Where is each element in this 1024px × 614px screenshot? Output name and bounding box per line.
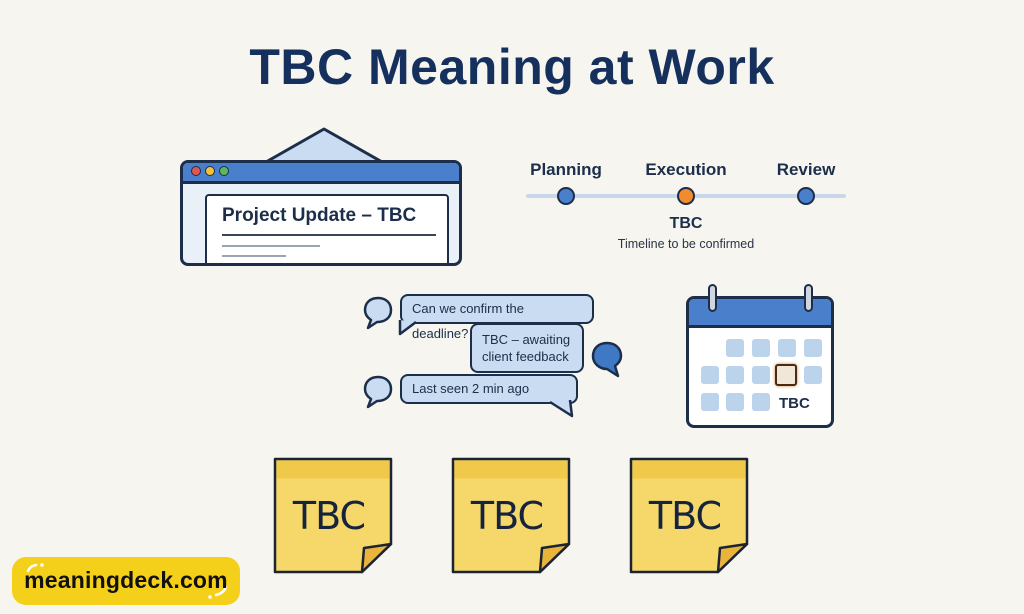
chat-message-status: Last seen 2 min ago (400, 374, 578, 404)
email-subject: Project Update – TBC (222, 205, 417, 226)
chat-bubble-filled-icon (591, 341, 623, 378)
timeline-stage-planning: Planning (530, 160, 602, 179)
timeline-node-planning (557, 187, 575, 205)
bubble-tail-icon (398, 320, 417, 336)
calendar-day (726, 393, 744, 411)
timeline-stage-review: Review (776, 160, 836, 179)
sticky-note-text: TBC (648, 494, 722, 538)
calendar-day (752, 339, 770, 357)
calendar-day (726, 366, 744, 384)
page-title: TBC Meaning at Work (249, 39, 775, 95)
sticky-note-icon (629, 457, 749, 574)
calendar-day (804, 339, 822, 357)
sticky-note: TBC (272, 456, 394, 574)
timeline-node-review (797, 187, 815, 205)
text-line (222, 234, 436, 236)
calendar-day (752, 393, 770, 411)
sticky-note: TBC (450, 456, 572, 574)
window-title-bar (183, 163, 459, 184)
brand-badge[interactable]: meaningdeck.com (12, 557, 240, 605)
timeline-stage-execution: Execution (645, 160, 727, 179)
chat-bubble-icon (363, 375, 393, 409)
sticky-note-icon (451, 457, 571, 574)
calendar-day (726, 339, 744, 357)
sticky-note-text: TBC (292, 494, 366, 538)
close-dot-icon (191, 166, 201, 176)
calendar-tbc-label: TBC (779, 395, 810, 412)
calendar-day (804, 366, 822, 384)
calendar-day (752, 366, 770, 384)
text-line (222, 245, 320, 247)
calendar-day (778, 339, 796, 357)
maximize-dot-icon (219, 166, 229, 176)
calendar-ring (804, 284, 813, 312)
minimize-dot-icon (205, 166, 215, 176)
sticky-note-icon (273, 457, 393, 574)
chat-message-reply: TBC – awaiting client feedback (470, 323, 584, 373)
email-window: Project Update – TBC (180, 160, 462, 266)
calendar-day (701, 393, 719, 411)
sticky-note-text: TBC (470, 494, 544, 538)
chat-bubble-icon (363, 296, 393, 330)
reply-line-1: TBC – awaiting (482, 332, 571, 347)
bubble-tail-icon (549, 400, 574, 418)
sticky-note: TBC (628, 456, 750, 574)
text-line (222, 255, 286, 257)
timeline-node-execution (677, 187, 695, 205)
reply-line-2: client feedback (482, 349, 569, 364)
brand-link[interactable]: meaningdeck.com (24, 567, 228, 593)
timeline-tbc-label: TBC (669, 215, 703, 232)
calendar-ring (708, 284, 717, 312)
timeline-caption: Timeline to be confirmed (617, 237, 755, 251)
email-document: Project Update – TBC (205, 194, 449, 263)
badge-sparkle-icon (26, 563, 228, 599)
chat-message-question: Can we confirm the deadline? (400, 294, 594, 341)
envelope-flap-icon (264, 127, 384, 164)
calendar-day-selected (775, 364, 797, 386)
calendar-day (701, 366, 719, 384)
